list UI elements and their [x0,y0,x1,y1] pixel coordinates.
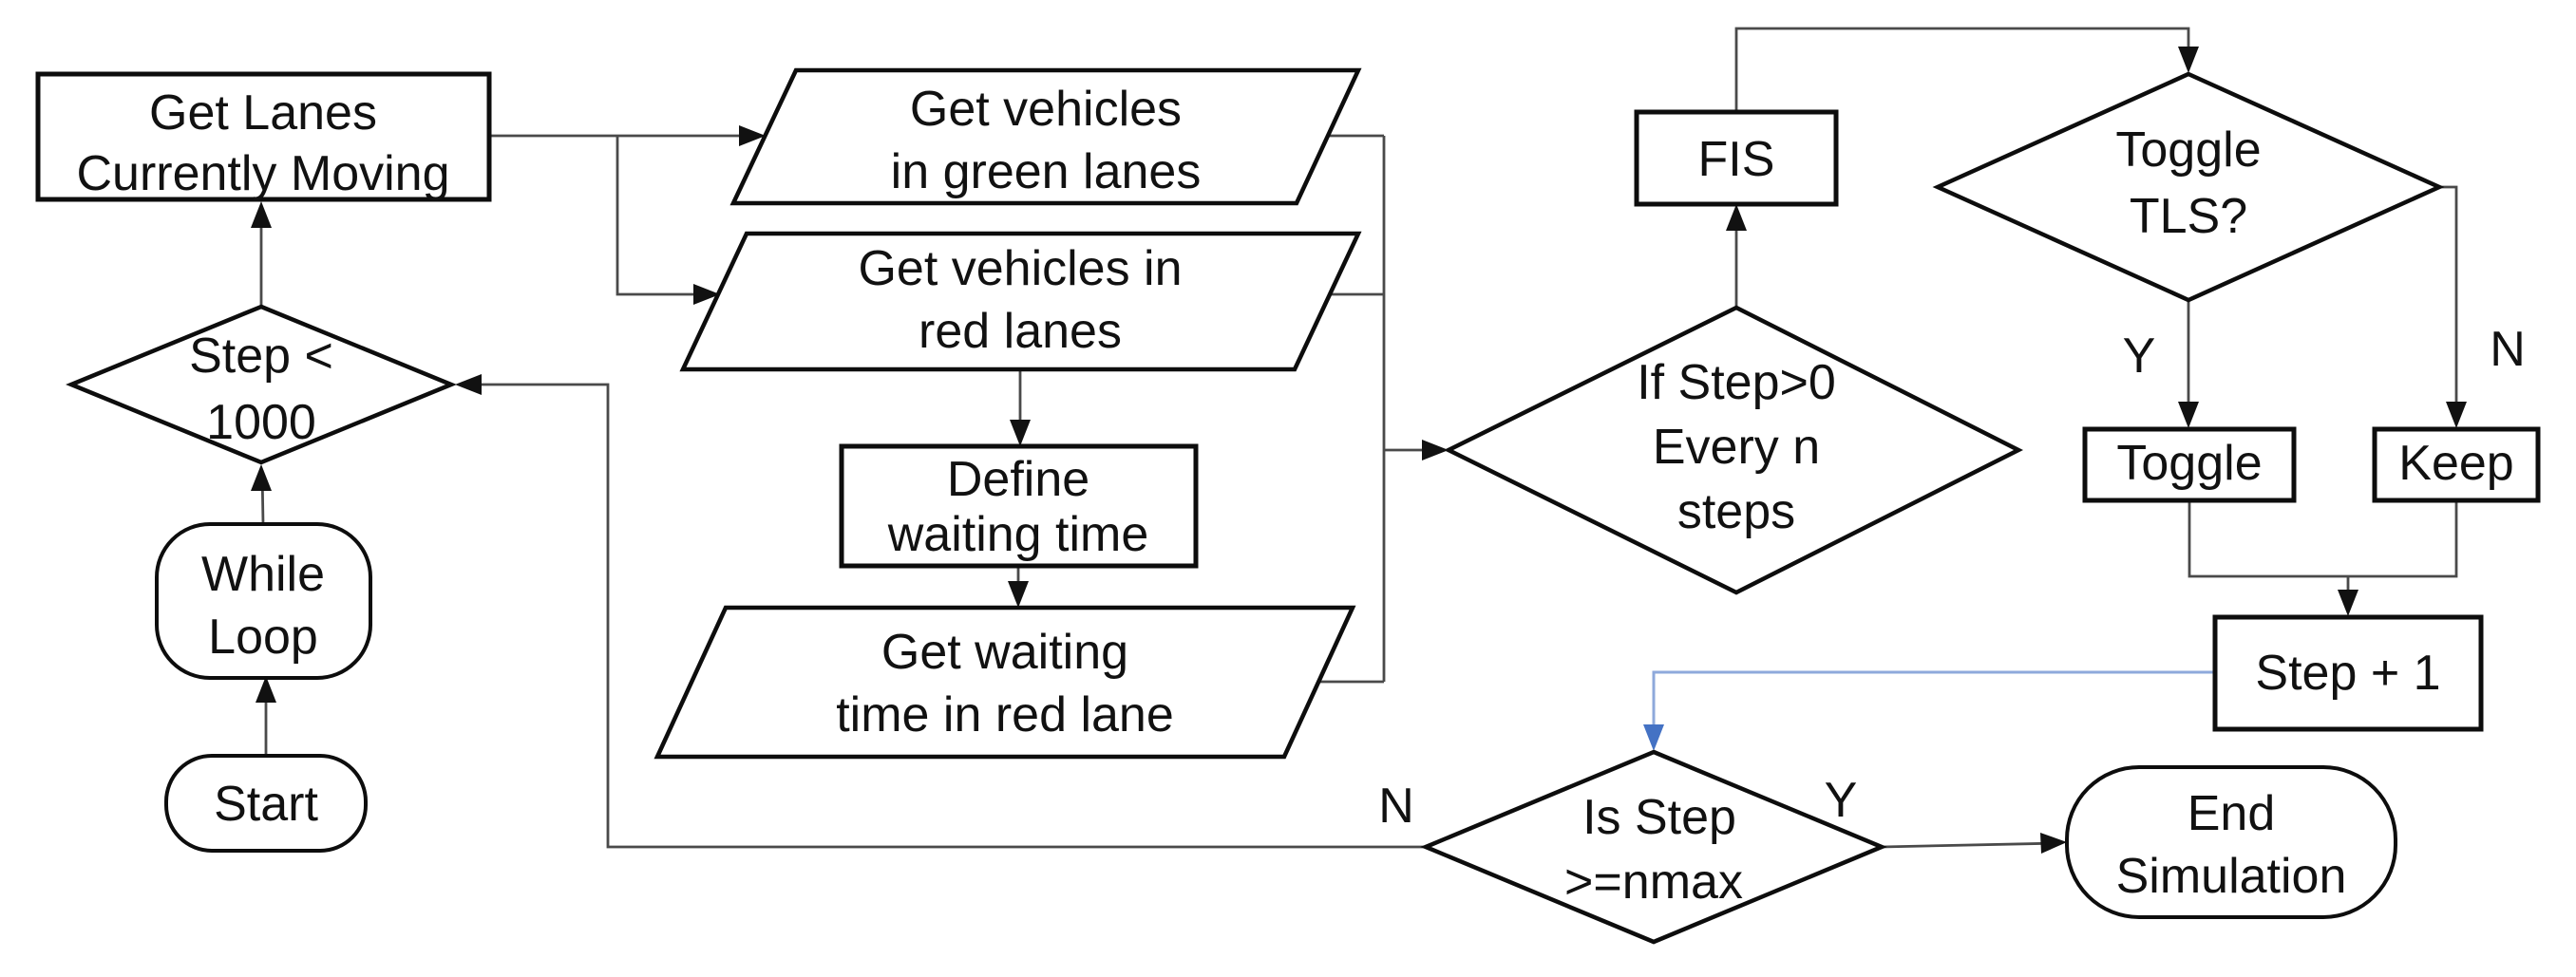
toggle-tls-label: Toggle [2115,122,2261,178]
step-plus-1-box [2212,614,2484,732]
while-loop-label: Loop [208,610,318,665]
node-get-vehicles-red: Get vehicles in red lanes [679,231,1362,372]
arrowhead-green-lanes [739,125,766,146]
toggle-tls-no-label: N [2490,322,2526,377]
get-waiting-time-red-parallelogram [653,605,1356,760]
if-step-every-n-label: If Step>0 [1637,355,1836,410]
keep-box [2372,426,2541,503]
arrowhead-waiting [1008,581,1029,608]
is-step-nmax-label: Is Step [1582,790,1736,845]
if-step-every-n-diamond [1443,305,2023,595]
node-keep: Keep [2372,426,2541,503]
edge-step-plus-1-to-is-step [1652,670,2215,744]
fis-label: FIS [1698,132,1775,187]
start-label: Start [214,777,318,832]
get-vehicles-green-label: Get vehicles [910,82,1182,137]
while-loop-label: While [201,547,325,602]
arrowhead-step-plus-1 [2338,590,2358,616]
arrowhead-step1000-bottom [251,464,272,491]
arrowhead-toggle-tls [2178,47,2199,73]
get-lanes-label: Currently Moving [76,146,449,201]
get-vehicles-red-parallelogram [679,231,1362,372]
node-get-waiting-time-red: Get waiting time in red lane [653,605,1356,760]
get-vehicles-green-label: in green lanes [891,144,1202,199]
arrowhead-toggle [2178,402,2199,428]
define-waiting-time-label: waiting time [887,507,1149,562]
node-step-plus-1: Step + 1 [2212,614,2484,732]
toggle-label: Toggle [2116,436,2262,491]
step-lt-1000-label: Step < [189,329,333,384]
node-if-step-every-n: If Step>0 Every n steps [1443,305,2023,595]
is-step-nmax-label: >=nmax [1564,855,1743,910]
node-end-simulation: End Simulation [2065,765,2397,919]
step-lt-1000-label: 1000 [206,395,316,450]
end-simulation-box [2065,765,2397,919]
connectors [251,27,2467,854]
arrowhead-step1000-right [455,374,482,395]
node-toggle-tls: Toggle TLS? [1932,71,2445,303]
arrowhead-if-step [1422,440,1449,460]
define-waiting-time-box [839,443,1199,569]
toggle-tls-label: TLS? [2130,189,2247,244]
get-lanes-box [35,71,492,202]
node-is-step-nmax: Is Step >=nmax [1420,749,1887,945]
start-box [164,754,368,853]
branch-labels: Y N N Y [1378,322,2526,834]
edge-toggle-to-merge [2188,500,2348,578]
node-while-loop: While Loop [155,522,372,680]
is-step-yes-label: Y [1825,773,1858,828]
define-waiting-time-label: Define [947,452,1089,507]
edge-fis-to-toggle-tls [1734,27,2190,112]
edge-is-step-to-end [1881,841,2060,849]
arrowhead-red-lanes [693,284,720,305]
edge-toggle-tls-to-keep [2439,185,2458,423]
get-vehicles-red-label: red lanes [919,304,1122,359]
node-step-lt-1000: Step < 1000 [66,304,457,465]
arrowhead-get-lanes [251,201,272,228]
step-plus-1-label: Step + 1 [2255,646,2440,701]
node-start: Start [164,754,368,853]
edge-is-step-feedback [464,383,1426,849]
node-define-waiting-time: Define waiting time [839,443,1199,569]
while-loop-box [155,522,372,680]
toggle-tls-diamond [1932,71,2445,303]
edge-keep-to-merge [2348,500,2458,578]
is-step-no-label: N [1378,779,1414,834]
edge-get-lanes-to-red [616,136,712,296]
arrowhead-while-loop [256,676,276,703]
arrowhead-fis [1726,204,1747,231]
node-get-vehicles-green: Get vehicles in green lanes [729,67,1362,206]
arrowhead-is-step-blue [1643,724,1664,751]
arrowhead-end-simulation [2040,833,2067,854]
node-get-lanes: Get Lanes Currently Moving [35,71,492,202]
node-toggle: Toggle [2082,426,2297,503]
fis-box [1634,109,1839,207]
end-simulation-label: Simulation [2116,849,2347,904]
get-waiting-time-red-label: time in red lane [836,687,1174,742]
end-simulation-label: End [2188,786,2276,841]
arrowhead-keep [2446,402,2467,428]
toggle-box [2082,426,2297,503]
if-step-every-n-label: Every n [1653,420,1820,475]
get-lanes-label: Get Lanes [149,85,377,141]
get-waiting-time-red-label: Get waiting [881,625,1128,680]
node-fis: FIS [1634,109,1839,207]
toggle-tls-yes-label: Y [2123,329,2156,384]
keep-label: Keep [2398,436,2513,491]
get-vehicles-red-label: Get vehicles in [858,241,1182,296]
is-step-nmax-diamond [1420,749,1887,945]
step-lt-1000-diamond [66,304,457,465]
arrowhead-define [1010,420,1031,446]
if-step-every-n-label: steps [1677,484,1795,539]
get-vehicles-green-parallelogram [729,67,1362,206]
